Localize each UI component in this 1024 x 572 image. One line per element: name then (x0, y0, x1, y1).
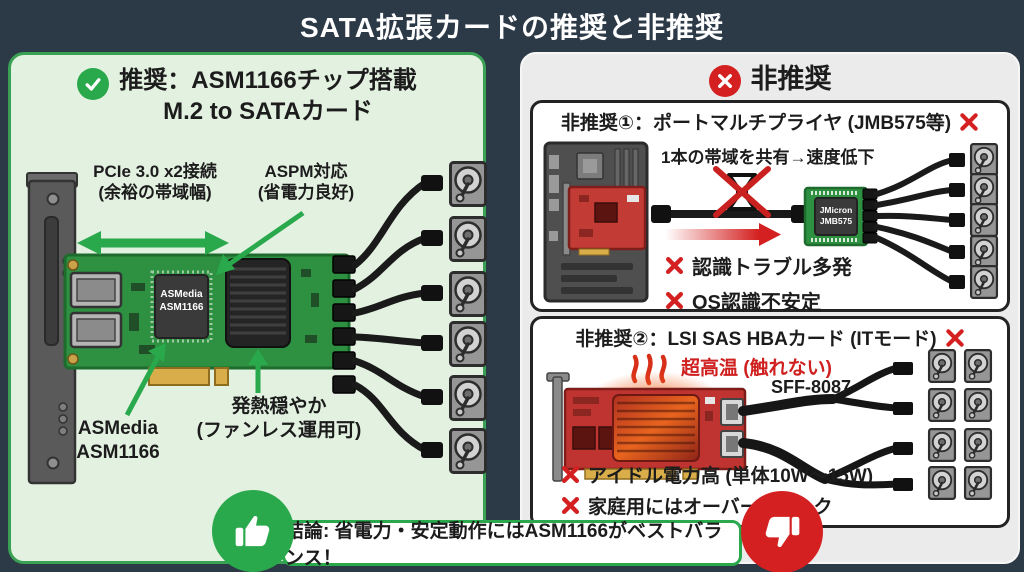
port-multiplier-section: 非推奨①：ポートマルチプライヤ (JMB575等) (530, 100, 1010, 314)
thumbs-up-icon (212, 490, 294, 572)
not-recommended-header: 非推奨 (522, 54, 1018, 98)
heat-note: 発熱穏やか (ファンレス運用可) (196, 396, 362, 441)
pm-connectors-graphic (949, 153, 965, 289)
asm1166-chip-print: ASMedia ASM1166 (159, 289, 204, 313)
recommended-panel: 推奨：ASM1166チップ搭載 M.2 to SATAカード PCIe 3.0 … (8, 52, 487, 564)
motherboard-graphic (543, 141, 649, 303)
cross-circle-icon (708, 65, 741, 98)
drive-stack-graphic (449, 161, 487, 474)
red-cross-icon (665, 291, 684, 310)
sas-hba-illustration (546, 349, 993, 500)
green-pcb-graphic (63, 253, 356, 394)
recommended-title: 推奨：ASM1166チップ搭載 M.2 to SATAカード (119, 67, 417, 126)
chip-arrow-icon (124, 343, 166, 417)
red-cross-icon (945, 328, 964, 347)
conclusion-banner: 結論: 省電力・安定動作にはASM1166がベストバランス！ (282, 520, 742, 569)
red-cross-icon (665, 256, 684, 275)
sff-connectors-graphic (893, 362, 913, 491)
hba-drive-grid-graphic (927, 349, 993, 500)
port-multiplier-illustration (543, 141, 999, 303)
check-circle-icon (77, 68, 110, 100)
pm-drive-stack-graphic (969, 143, 999, 299)
pcie-note: PCIe 3.0 x2接続 (余裕の帯域幅) (93, 162, 217, 203)
sata-cables-graphic (351, 179, 429, 454)
pm-cables-graphic (874, 157, 956, 285)
bandwidth-note: 1本の帯域を共有→速度低下 (661, 148, 875, 167)
not-recommended-title: 非推奨 (750, 64, 832, 94)
recommended-header: 推奨：ASM1166チップ搭載 M.2 to SATAカード (11, 55, 483, 127)
red-cross-icon (960, 112, 978, 131)
bottleneck-icon (713, 166, 771, 218)
pm-issues: 認識トラブル多発 OS認識不安定 (665, 251, 852, 321)
aspm-note: ASPM対応 (省電力良好) (257, 162, 355, 203)
sff8087-label: SFF-8087 (771, 377, 852, 397)
speed-drop-arrow-icon (665, 223, 781, 246)
red-cross-icon (561, 465, 580, 484)
hba-card-graphic (546, 371, 747, 482)
heat-warning: 超高温 (触れない) (681, 358, 832, 379)
sff8087-cables-graphic (738, 364, 901, 489)
cable-connectors-graphic (421, 175, 443, 458)
red-cross-icon (561, 496, 580, 515)
bandwidth-arrow-icon (77, 231, 229, 255)
heatsink-arrow-icon (248, 349, 268, 393)
aspm-arrow-icon (216, 210, 305, 275)
thumbs-down-icon (741, 491, 823, 572)
chip-label: ASMedia ASM1166 (76, 418, 160, 463)
port-multiplier-title: 非推奨①：ポートマルチプライヤ (JMB575等) (533, 103, 1007, 135)
jmb575-chip-print: JMicron JMB575 (819, 205, 853, 226)
sas-hba-title: 非推奨②：LSI SAS HBAカード (ITモード) (533, 319, 1007, 351)
not-recommended-panel: 非推奨 非推奨①：ポートマルチプライヤ (JMB575等) (520, 52, 1020, 564)
jmb575-board-graphic (803, 186, 878, 247)
page-title: SATA拡張カードの推奨と非推奨 (299, 12, 725, 43)
asm1166-card-illustration (26, 161, 487, 485)
